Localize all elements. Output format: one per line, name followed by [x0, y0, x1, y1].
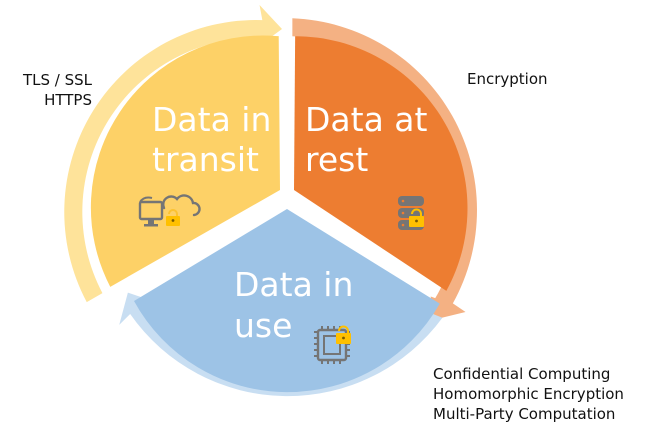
database-lock-icon	[398, 196, 424, 230]
arrow-band-transit	[64, 4, 282, 303]
rest-label-line1: Data at	[305, 100, 428, 139]
use-label-line1: Data in	[234, 265, 353, 304]
annotation-tls-ssl: TLS / SSL	[22, 71, 92, 89]
annotation-homomorphic-encryption: Homomorphic Encryption	[433, 385, 624, 403]
use-annotation: Confidential Computing Homomorphic Encry…	[433, 364, 624, 424]
transit-annotation: TLS / SSL HTTPS	[14, 70, 92, 110]
rest-annotation: Encryption	[467, 69, 548, 89]
annotation-encryption: Encryption	[467, 70, 548, 88]
segment-data-in-transit	[90, 35, 281, 287]
annotation-confidential-computing: Confidential Computing	[433, 365, 611, 383]
arrow-band-rest	[292, 18, 477, 320]
rest-label-line2: rest	[305, 140, 368, 179]
annotation-https: HTTPS	[44, 91, 92, 109]
segment-data-in-use	[134, 209, 440, 393]
segment-data-at-rest	[294, 36, 468, 291]
annotation-multi-party-computation: Multi-Party Computation	[433, 405, 616, 423]
transit-label-line2: transit	[152, 140, 259, 179]
transit-label-line1: Data in	[152, 100, 271, 139]
use-label-line2: use	[234, 306, 292, 345]
computer-cloud-lock-icon	[138, 194, 201, 227]
chip-lock-icon	[314, 325, 351, 364]
